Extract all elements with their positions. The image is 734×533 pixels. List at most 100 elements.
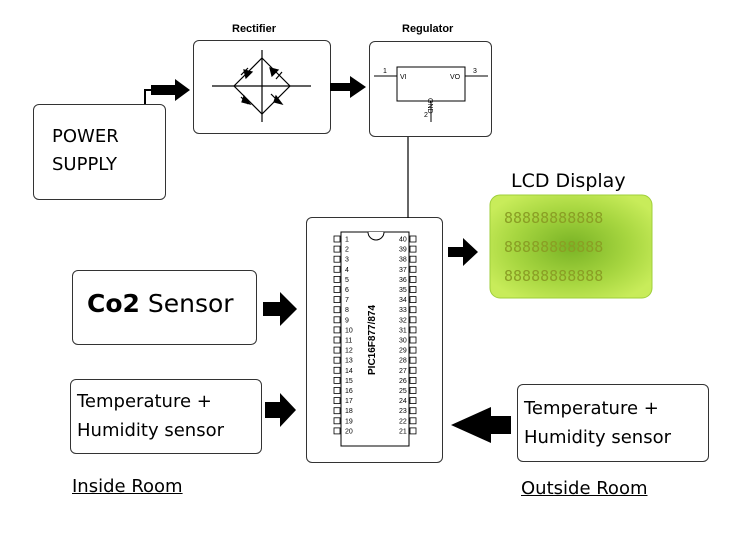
- mcu-pin-left: [333, 346, 341, 354]
- mcu-pin-left: [333, 326, 341, 334]
- mcu-pin-left-number: 2: [345, 247, 349, 254]
- mcu-pin-left-number: 14: [345, 368, 353, 375]
- regulator-pin-2: 2: [424, 112, 428, 119]
- mcu-pin-left-number: 3: [345, 257, 349, 264]
- mcu-pin-right-number: 37: [399, 267, 407, 274]
- rectifier-title: Rectifier: [232, 23, 277, 35]
- arrow-co2-to-mcu: [263, 292, 297, 326]
- mcu-pin-right-number: 30: [399, 338, 407, 345]
- inside-sensor-box: [70, 379, 262, 454]
- outside-sensor-line2: Humidity sensor: [524, 427, 671, 448]
- arrow-rectifier-to-regulator: [330, 76, 366, 98]
- inside-room-caption: Inside Room: [72, 476, 183, 497]
- mcu-pin-right: [409, 235, 417, 243]
- mcu-pin-right-number: 24: [399, 398, 407, 405]
- mcu-pin-right: [409, 255, 417, 263]
- mcu-pin-right-number: 35: [399, 287, 407, 294]
- lcd-row-2: 88888888888: [504, 238, 603, 256]
- co2-label-bold: Co2: [87, 289, 140, 318]
- regulator-pin-gnd: GND: [426, 98, 433, 114]
- mcu-pin-left-number: 9: [345, 317, 349, 324]
- mcu-pin-left: [333, 387, 341, 394]
- mcu-pin-right: [409, 275, 417, 283]
- mcu-pin-right: [409, 407, 417, 415]
- mcu-pin-right-number: 36: [399, 277, 407, 284]
- mcu-pin-left: [333, 376, 341, 384]
- mcu-pin-right: [409, 417, 417, 425]
- mcu-pin-left: [333, 245, 341, 253]
- mcu-pin-right-number: 31: [399, 327, 407, 334]
- mcu-pin-right: [409, 356, 417, 364]
- power-supply-label-line2: SUPPLY: [52, 154, 117, 175]
- mcu-pin-left: [333, 265, 341, 273]
- mcu-pin-right: [409, 265, 417, 273]
- mcu-pin-right: [409, 376, 417, 384]
- co2-sensor-label: Co2 Sensor: [87, 288, 234, 320]
- outside-sensor-box: [517, 384, 709, 462]
- mcu-pin-right: [409, 286, 417, 293]
- regulator-pin-vo: VO: [450, 74, 461, 81]
- co2-label-rest: Sensor: [139, 289, 234, 318]
- mcu-pin-right-number: 27: [399, 368, 407, 375]
- mcu-pin-right-number: 26: [399, 378, 407, 385]
- mcu-pin-left-number: 7: [345, 297, 349, 304]
- co2-sensor-box: [72, 270, 257, 345]
- mcu-pin-left: [333, 336, 341, 344]
- regulator-pin-vi: VI: [400, 74, 407, 81]
- mcu-pin-left-number: 8: [345, 307, 349, 314]
- mcu-pin-left-number: 4: [345, 267, 349, 274]
- mcu-pin-right-number: 29: [399, 348, 407, 355]
- mcu-pin-right-number: 23: [399, 408, 407, 415]
- mcu-part-label: PIC16F877/874: [367, 305, 378, 375]
- mcu-pin-left: [333, 296, 341, 304]
- mcu-pin-right-number: 25: [399, 388, 407, 395]
- mcu-pin-right-number: 39: [399, 247, 407, 254]
- mcu-chip-icon: PIC16F877/874 12345678910111213141516171…: [333, 231, 417, 447]
- regulator-pin-1: 1: [383, 68, 387, 75]
- outside-room-caption: Outside Room: [521, 478, 648, 499]
- mcu-pin-right-number: 21: [399, 428, 407, 435]
- mcu-pin-left-number: 11: [345, 338, 352, 345]
- mcu-pin-right-number: 33: [399, 307, 407, 314]
- mcu-pin-left-number: 13: [345, 358, 353, 365]
- mcu-pin-right: [409, 296, 417, 304]
- mcu-pin-left: [333, 316, 341, 324]
- mcu-pin-left: [333, 407, 341, 415]
- mcu-pin-right-number: 38: [399, 257, 407, 264]
- mcu-pin-right: [409, 245, 417, 253]
- inside-sensor-line2: Humidity sensor: [77, 420, 224, 441]
- mcu-pin-right-number: 40: [399, 237, 407, 244]
- power-supply-label-line1: POWER: [52, 126, 119, 147]
- mcu-pin-right: [409, 316, 417, 324]
- mcu-pin-left: [333, 356, 341, 364]
- mcu-pin-left: [333, 235, 341, 243]
- mcu-pin-left-number: 20: [345, 428, 353, 435]
- mcu-pin-right: [409, 336, 417, 344]
- inside-sensor-line1: Temperature +: [77, 391, 212, 412]
- mcu-pin-right-number: 34: [399, 297, 407, 304]
- mcu-pin-left-number: 12: [345, 348, 353, 355]
- lcd-row-1: 88888888888: [504, 209, 603, 227]
- mcu-pin-left-number: 17: [345, 398, 353, 405]
- mcu-pin-left-number: 5: [345, 277, 349, 284]
- bridge-rectifier-icon: [212, 50, 311, 122]
- mcu-pin-left-number: 10: [345, 327, 353, 334]
- mcu-pin-left-number: 16: [345, 388, 353, 395]
- mcu-pin-right: [409, 346, 417, 354]
- mcu-pin-left-number: 19: [345, 418, 353, 425]
- arrow-inside-sensor-to-mcu: [265, 393, 296, 427]
- regulator-title: Regulator: [402, 23, 454, 35]
- mcu-pin-left: [333, 286, 341, 293]
- mcu-pin-right: [409, 326, 417, 334]
- power-supply-box: [33, 104, 166, 200]
- arrow-power-to-rectifier: [144, 79, 190, 104]
- mcu-pin-left-number: 1: [345, 237, 349, 244]
- mcu-pin-left: [333, 275, 341, 283]
- mcu-pin-left: [333, 306, 341, 314]
- mcu-pin-left: [333, 397, 341, 405]
- lcd-title: LCD Display: [511, 170, 626, 192]
- mcu-pin-right-number: 32: [399, 317, 407, 324]
- outside-sensor-line1: Temperature +: [524, 398, 659, 419]
- mcu-pin-left: [333, 366, 341, 374]
